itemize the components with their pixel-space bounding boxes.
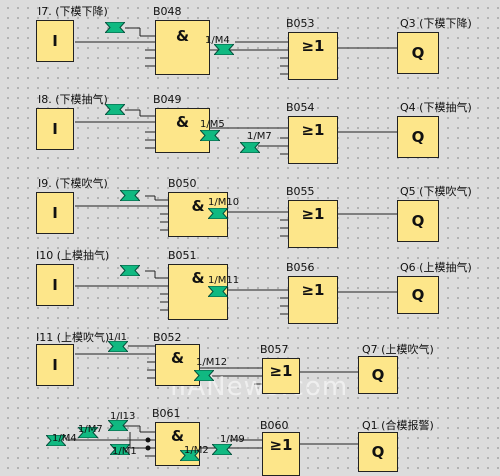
connector-flag-icon[interactable]: [108, 341, 128, 352]
or-label-b060: B060: [260, 419, 289, 432]
output-block-q3[interactable]: Q: [397, 32, 439, 74]
or-label-b056: B056: [286, 261, 315, 274]
input-label-i8: I8. (下模抽气): [38, 93, 108, 106]
and-label-b052: B052: [153, 331, 182, 344]
and-block-b048[interactable]: &: [155, 20, 210, 75]
marker-label-i13: 1/I13: [110, 411, 136, 422]
marker-label-m7: 1/M7: [247, 131, 272, 142]
output-label-q5: Q5 (下模吹气): [400, 185, 472, 198]
connector-flag-icon[interactable]: [208, 286, 228, 297]
connector-flag-icon[interactable]: [120, 190, 140, 201]
connector-flag-icon[interactable]: [108, 420, 128, 431]
input-block-i7[interactable]: I: [36, 20, 74, 62]
connector-flag-icon[interactable]: [180, 450, 200, 461]
connector-flag-icon[interactable]: [120, 265, 140, 276]
input-label-i7: I7. (下模下降): [38, 5, 108, 18]
connector-flag-icon[interactable]: [208, 208, 228, 219]
junction-dots: [145, 437, 151, 451]
and-block-b052[interactable]: &: [155, 344, 200, 386]
connection-wires: [66, 27, 397, 457]
connector-flag-icon[interactable]: [46, 435, 66, 446]
marker-label-m4-b: 1/M4: [52, 433, 77, 444]
connector-flag-icon[interactable]: [78, 427, 98, 438]
and-label-b049: B049: [153, 93, 182, 106]
output-block-q4[interactable]: Q: [397, 116, 439, 158]
and-label-b050: B050: [168, 177, 197, 190]
or-label-b057: B057: [260, 343, 289, 356]
and-label-b051: B051: [168, 249, 197, 262]
marker-label-m12: 1/M12: [196, 357, 228, 368]
connector-flag-icon[interactable]: [240, 142, 260, 153]
marker-label-i1: 1/I1: [108, 332, 128, 343]
output-label-q3: Q3 (下模下降): [400, 17, 472, 30]
output-label-q4: Q4 (下模抽气): [400, 101, 472, 114]
and-label-b061: B061: [152, 407, 181, 420]
connector-flag-icon[interactable]: [214, 44, 234, 55]
or-label-b055: B055: [286, 185, 315, 198]
connector-flag-icon[interactable]: [110, 444, 130, 455]
and-label-b048: B048: [153, 5, 182, 18]
marker-label-m9: 1/M9: [220, 434, 245, 445]
connector-flag-icon[interactable]: [105, 22, 125, 33]
marker-label-m2: 1/M2: [184, 445, 209, 456]
or-block-b060[interactable]: ≥1: [262, 432, 300, 476]
marker-label-m4: 1/M4: [205, 35, 230, 46]
output-block-q7[interactable]: Q: [358, 356, 398, 394]
marker-label-m1: 1/M1: [112, 446, 137, 457]
connector-flag-icon[interactable]: [105, 104, 125, 115]
or-block-b057[interactable]: ≥1: [262, 358, 300, 394]
output-label-q7: Q7 (上模吹气): [362, 343, 434, 356]
marker-label-m5: 1/M5: [200, 119, 225, 130]
marker-label-m7-b: 1/M7: [78, 424, 103, 435]
output-block-q1[interactable]: Q: [358, 432, 398, 472]
connector-flag-icon[interactable]: [212, 444, 232, 455]
input-block-i9[interactable]: I: [36, 192, 74, 234]
connector-flag-icon[interactable]: [194, 370, 214, 381]
connector-flag-icon[interactable]: [200, 130, 220, 141]
or-block-b054[interactable]: ≥1: [288, 116, 338, 164]
or-block-b056[interactable]: ≥1: [288, 276, 338, 324]
marker-label-m10: 1/M10: [208, 197, 240, 208]
output-label-q1: Q1 (合模报警): [362, 419, 434, 432]
or-block-b055[interactable]: ≥1: [288, 200, 338, 248]
or-label-b054: B054: [286, 101, 315, 114]
input-label-i9: I9. (下模吹气): [38, 177, 108, 190]
input-label-i10: I10 (上模抽气): [36, 249, 110, 262]
output-block-q6[interactable]: Q: [397, 276, 439, 314]
or-block-b053[interactable]: ≥1: [288, 32, 338, 80]
input-label-i11: I11 (上模吹气): [36, 331, 110, 344]
output-label-q6: Q6 (上模抽气): [400, 261, 472, 274]
input-block-i8[interactable]: I: [36, 108, 74, 150]
input-block-i11[interactable]: I: [36, 344, 74, 386]
output-block-q5[interactable]: Q: [397, 200, 439, 242]
or-label-b053: B053: [286, 17, 315, 30]
input-block-i10[interactable]: I: [36, 264, 74, 306]
marker-label-m11: 1/M11: [208, 275, 240, 286]
